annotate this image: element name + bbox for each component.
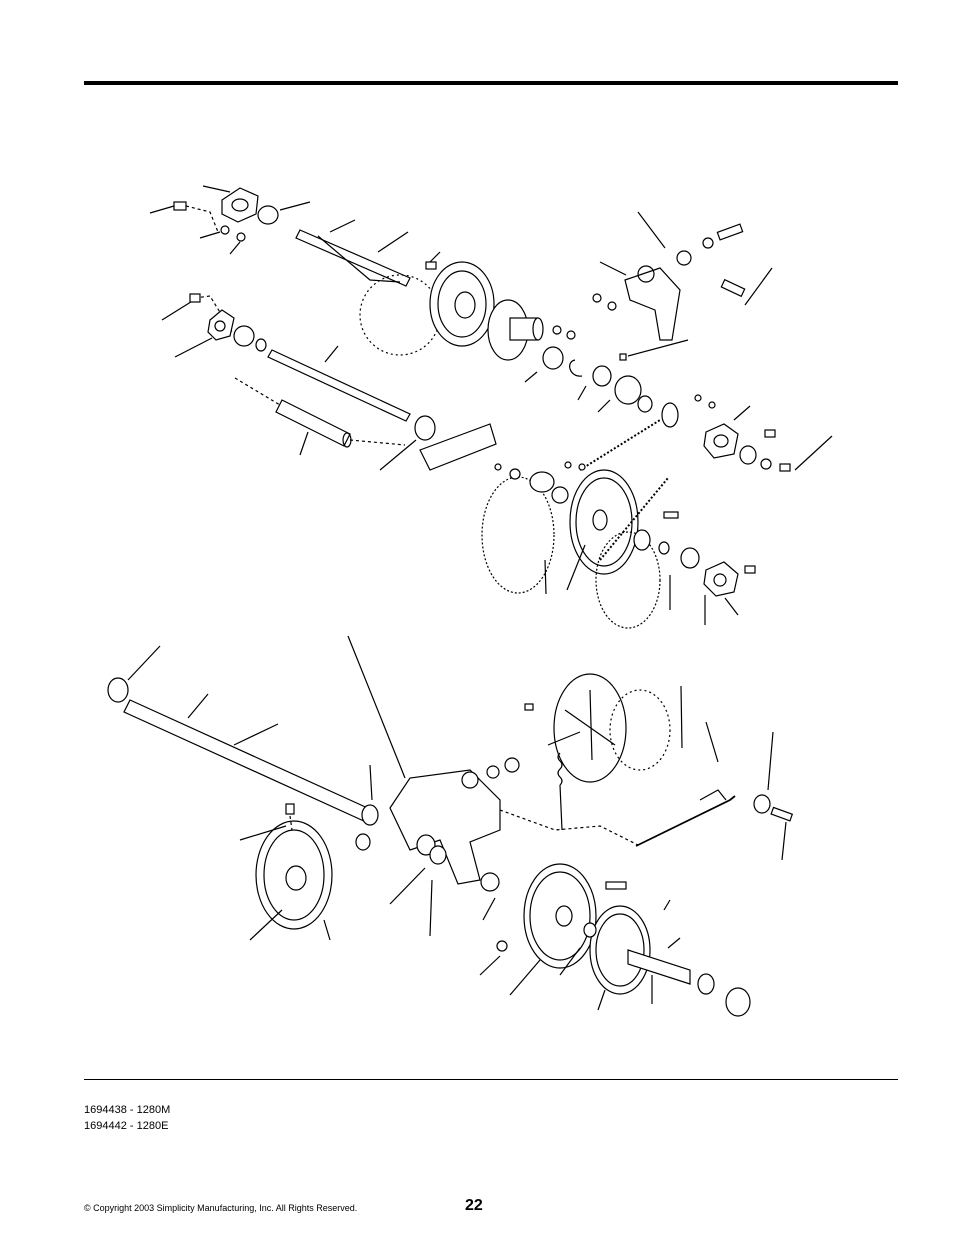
tube [275, 399, 352, 448]
part-number-line: 1694438 - 1280M [84, 1104, 171, 1116]
model-part-numbers: 1694438 - 1280M 1694442 - 1280E [84, 1102, 170, 1134]
drive-drum [429, 251, 495, 347]
shaft-upper [295, 219, 411, 287]
idler-bracket [379, 415, 497, 471]
pulley [249, 820, 333, 941]
page-number: 22 [465, 1197, 483, 1214]
disc [547, 673, 627, 783]
bolt [149, 201, 187, 214]
lever-bracket [599, 211, 681, 341]
bearing-flange [703, 561, 739, 597]
part-number-line: 1694442 - 1280E [84, 1120, 169, 1132]
upper-assembly [149, 185, 833, 629]
axle-shaft [107, 645, 373, 823]
bearing-flange [202, 185, 259, 223]
sprocket-right [589, 905, 651, 995]
gear-left [481, 476, 555, 594]
bearing [257, 205, 279, 225]
bearing-flange [703, 423, 739, 459]
gear-right [595, 531, 661, 629]
copyright-notice: © Copyright 2003 Simplicity Manufacturin… [84, 1203, 358, 1213]
bearing-flange [161, 299, 235, 358]
bottom-rule [84, 1079, 898, 1080]
lower-assembly [107, 635, 794, 1017]
sprocket-left [523, 863, 597, 969]
spring [557, 752, 563, 831]
drive-shaft [627, 949, 751, 1017]
shaft-lower [267, 345, 411, 422]
top-rule [84, 81, 898, 85]
control-rod [635, 795, 736, 847]
hub [487, 299, 544, 361]
